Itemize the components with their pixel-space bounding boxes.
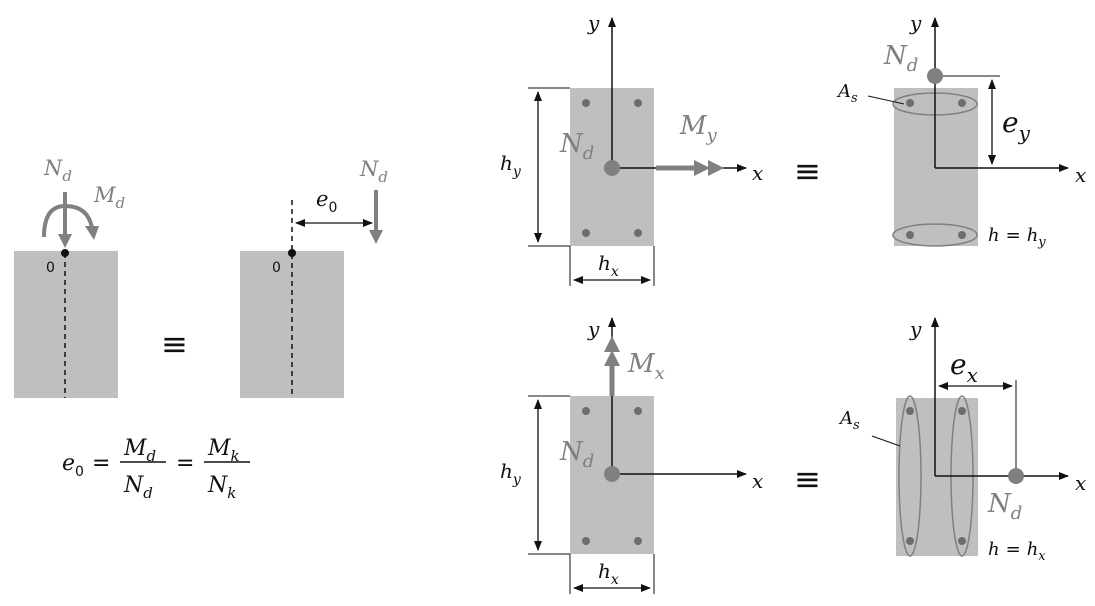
eccentric-load-point-x (1008, 468, 1024, 484)
eccentricity-equation: e0 = Md Nd = Mk Nk (62, 436, 250, 502)
svg-text:hx: hx (598, 559, 619, 588)
svg-text:=: = (176, 451, 194, 476)
equivalence-symbol-top: ≡ (794, 152, 821, 190)
svg-text:h=hy: h=hy (988, 225, 1046, 250)
axial-force-label: Nd (43, 156, 72, 185)
svg-text:y: y (587, 11, 600, 35)
column-section-moment (14, 251, 118, 398)
svg-text:Md: Md (123, 436, 156, 465)
svg-text:Nk: Nk (207, 473, 236, 502)
section-rect-bottom-eq (896, 398, 978, 556)
svg-text:x: x (1075, 163, 1086, 187)
svg-text:x: x (752, 161, 763, 185)
svg-text:As: As (838, 408, 860, 433)
svg-text:y: y (587, 317, 600, 341)
svg-text:Nd: Nd (987, 489, 1022, 524)
rebar-group-left (898, 395, 922, 557)
panel-eccentricity-y: y x Nd ey As h=hy (836, 11, 1086, 250)
moment-arrow (42, 203, 94, 238)
svg-text:hy: hy (500, 459, 522, 488)
eccentric-load-point-y (927, 68, 943, 84)
axial-load-point-2 (604, 466, 620, 482)
origin-point-2 (288, 249, 296, 257)
svg-text:Nd: Nd (883, 41, 918, 76)
svg-text:Nd: Nd (559, 437, 594, 472)
svg-text:hy: hy (500, 151, 522, 180)
origin-label: 0 (46, 260, 55, 276)
svg-text:Nd: Nd (559, 129, 594, 164)
eccentricity-label: e0 (316, 187, 337, 216)
svg-text:My: My (679, 111, 718, 146)
svg-text:e0: e0 (62, 451, 84, 480)
svg-text:x: x (1075, 471, 1086, 495)
svg-text:Mk: Mk (207, 436, 240, 465)
equivalence-symbol-bottom: ≡ (794, 460, 821, 498)
moment-label: Md (93, 183, 125, 212)
svg-text:ex: ex (950, 348, 978, 387)
origin-label-2: 0 (272, 260, 281, 276)
panel-eccentricity-x: y x Nd ex As h=hx (838, 317, 1086, 564)
svg-text:y: y (909, 317, 922, 341)
svg-text:Mx: Mx (627, 349, 665, 384)
equivalence-symbol: ≡ (161, 325, 188, 363)
left-panel: 0 Nd Md ≡ 0 e0 Nd e0 = Md Nd = Mk (14, 156, 388, 502)
svg-text:ey: ey (1002, 106, 1031, 145)
svg-text:As: As (836, 81, 858, 106)
panel-moment-y: y x Nd My hy hx (500, 11, 763, 286)
svg-text:Nd: Nd (123, 473, 153, 502)
eccentric-force-label: Nd (359, 157, 388, 186)
svg-text:=: = (92, 451, 110, 476)
origin-point (61, 249, 69, 257)
svg-text:x: x (752, 469, 763, 493)
axial-load-point (604, 160, 620, 176)
svg-text:y: y (909, 11, 922, 35)
rebar-group-bottom (892, 223, 978, 247)
svg-text:h=hx: h=hx (988, 539, 1046, 564)
svg-text:hx: hx (598, 251, 619, 280)
panel-moment-x: y x Nd Mx hy hx (500, 317, 763, 594)
